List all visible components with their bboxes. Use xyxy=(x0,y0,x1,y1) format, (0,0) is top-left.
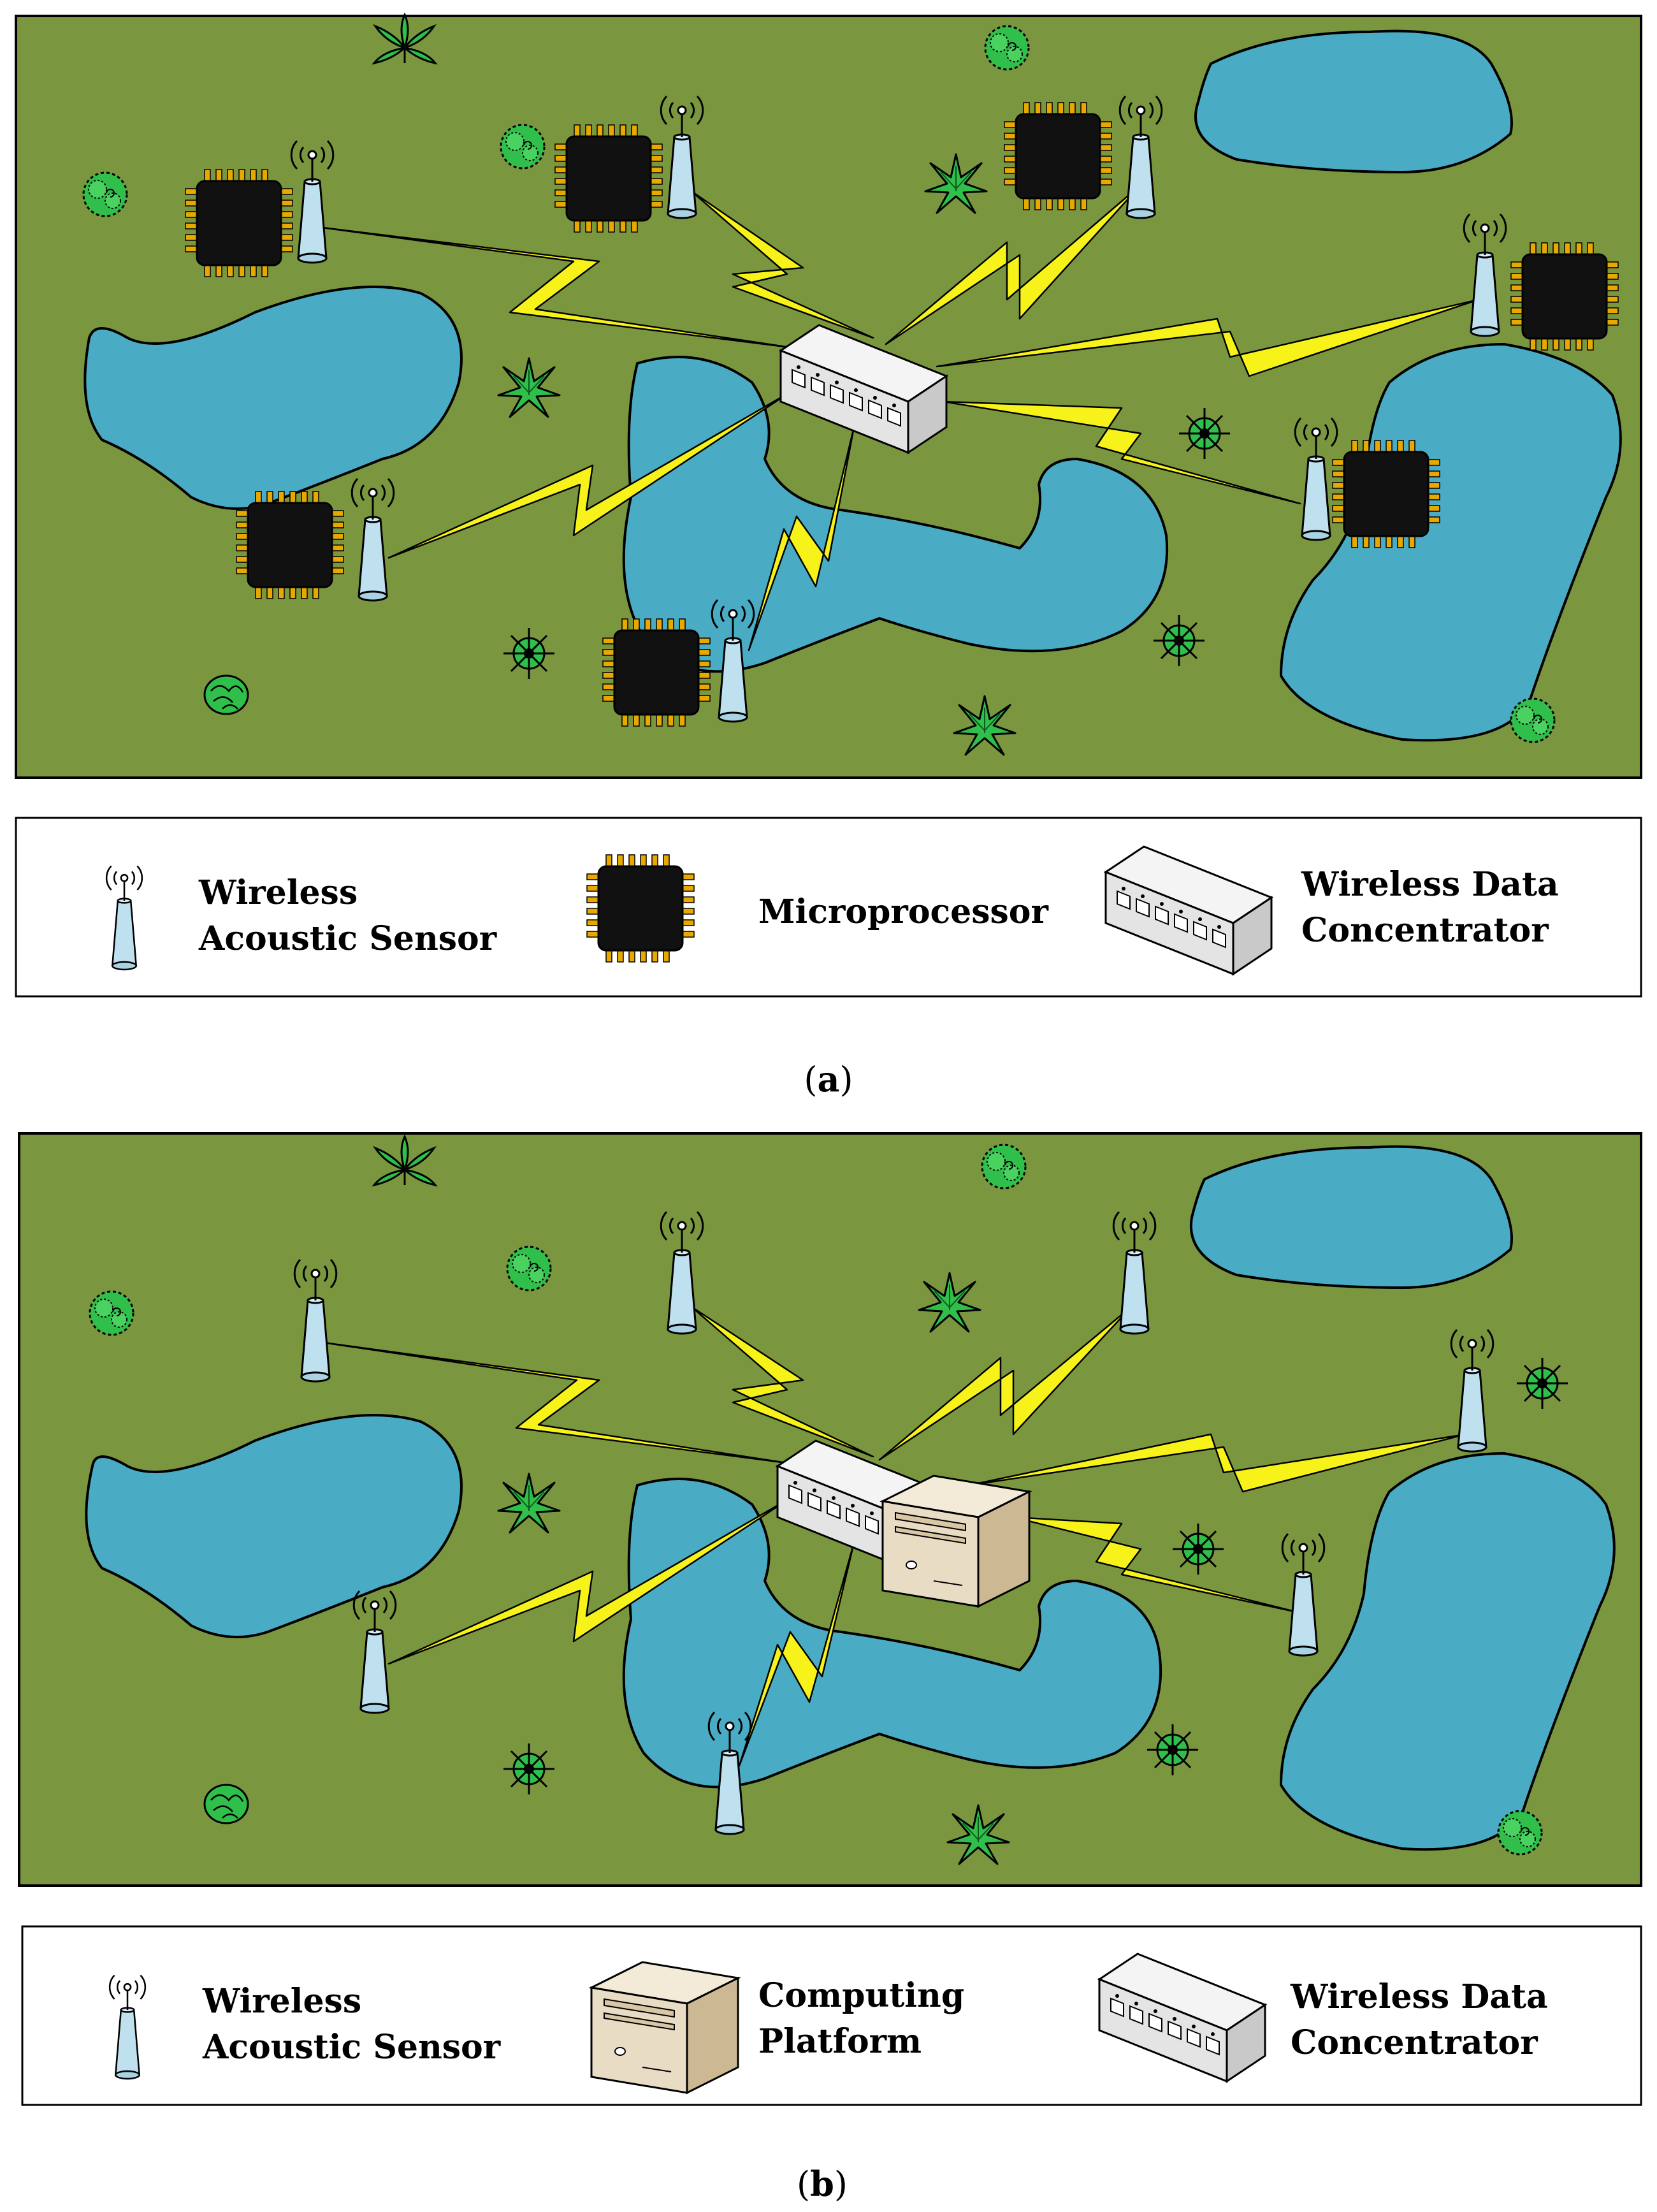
legend-b-sensor-line1: Wireless xyxy=(202,1982,361,2021)
bush-icon xyxy=(506,1246,552,1292)
cactus-star-icon xyxy=(502,1742,556,1796)
desktop-computer-icon xyxy=(881,1474,1031,1608)
lakes-a xyxy=(83,29,1622,742)
microchip-icon xyxy=(602,618,711,727)
lake-b-1 xyxy=(85,1414,463,1638)
legend-b-sensor-line2: Acoustic Sensor xyxy=(202,2028,501,2067)
legend-b-box xyxy=(21,1925,1642,2106)
legend-a-sensor-line1: Wireless xyxy=(198,873,358,912)
shrub-icon xyxy=(203,1784,249,1824)
bush-icon xyxy=(500,124,546,170)
legend-b-concentrator-line1: Wireless Data xyxy=(1290,1977,1548,2016)
caption-b: (b) xyxy=(797,2164,848,2204)
caption-a: (a) xyxy=(804,1059,853,1100)
cactus-star-icon xyxy=(1178,407,1231,460)
lightning-link xyxy=(885,184,1142,346)
desktop-computer-icon xyxy=(590,1961,739,2094)
bush-icon xyxy=(1510,697,1556,743)
lightning-link xyxy=(690,1306,874,1458)
microchip-icon xyxy=(1510,242,1619,351)
microchip-icon xyxy=(1003,101,1113,211)
legend-b-concentrator-line2: Concentrator xyxy=(1291,2023,1538,2062)
legend-a-concentrator-line1: Wireless Data xyxy=(1301,865,1559,904)
microchip-icon xyxy=(586,854,695,963)
microchip-icon xyxy=(235,490,345,600)
lightning-link xyxy=(936,298,1480,377)
bush-icon xyxy=(984,25,1030,71)
cactus-star-icon xyxy=(1516,1357,1569,1410)
bush-icon xyxy=(89,1290,134,1336)
microchip-icon xyxy=(1331,439,1441,549)
lake-b-3 xyxy=(1189,1145,1513,1290)
legend-a-sensor-line2: Acoustic Sensor xyxy=(198,919,497,958)
cactus-star-icon xyxy=(1171,1522,1225,1576)
lake-a-1 xyxy=(83,286,463,510)
cactus-star-icon xyxy=(1146,1723,1199,1777)
legend-a-box xyxy=(15,817,1642,998)
lightning-link xyxy=(878,1306,1132,1461)
microchip-icon xyxy=(184,168,294,278)
bush-icon xyxy=(82,171,128,217)
legend-b-computing-line2: Platform xyxy=(758,2022,922,2061)
cactus-star-icon xyxy=(1152,614,1206,667)
cactus-star-icon xyxy=(502,627,556,680)
legend-a-processor: Microprocessor xyxy=(758,892,1048,931)
microchip-icon xyxy=(554,124,663,233)
legend-a-concentrator-line2: Concentrator xyxy=(1301,911,1549,950)
shrub-icon xyxy=(203,674,249,715)
bush-icon xyxy=(1497,1810,1543,1856)
wireless-links-b xyxy=(317,1306,1467,1767)
legend-b-computing-line1: Computing xyxy=(758,1976,964,2015)
lake-a-3 xyxy=(1194,29,1513,174)
bush-icon xyxy=(981,1144,1027,1190)
lightning-link xyxy=(690,190,874,339)
